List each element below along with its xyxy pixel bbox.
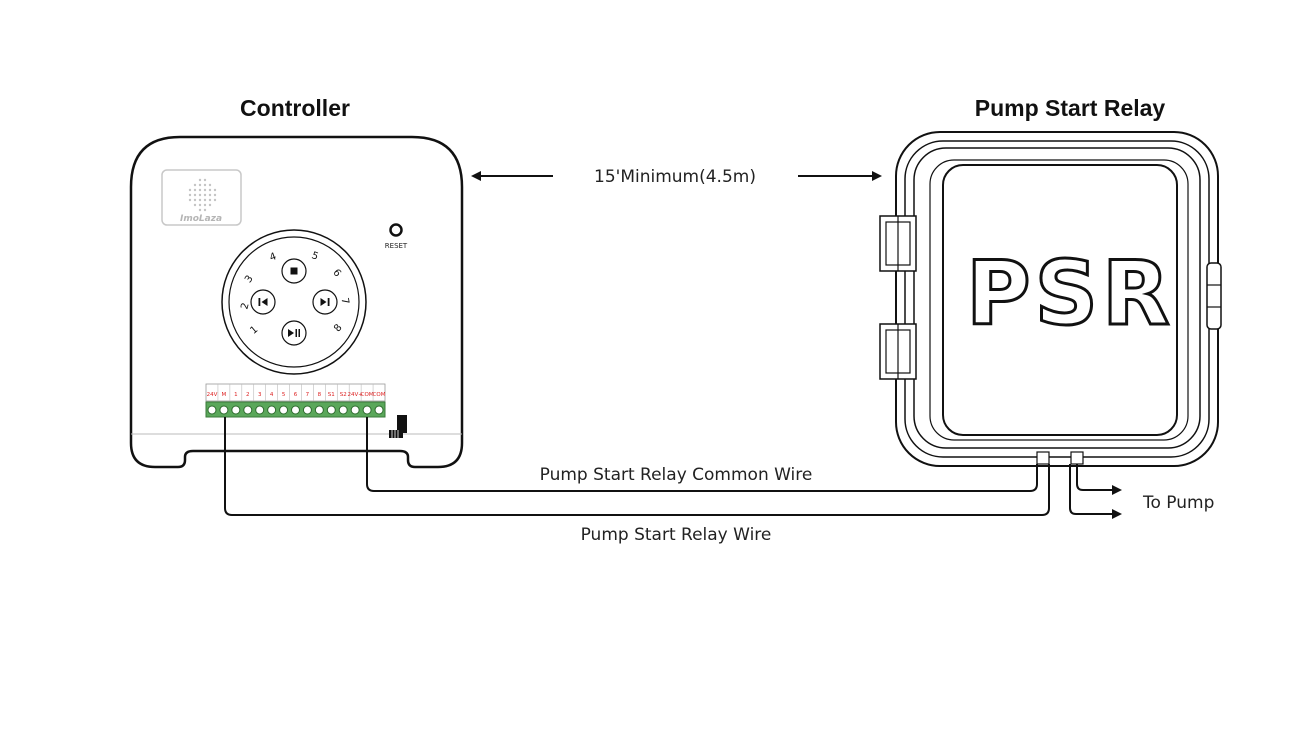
stop-button[interactable]	[281, 258, 307, 284]
dial-number-5: 5	[310, 250, 320, 263]
terminal-screw[interactable]	[362, 405, 372, 415]
terminal-label: 5	[282, 392, 286, 398]
terminal-label: COM	[373, 392, 386, 398]
terminal-screw[interactable]	[255, 405, 265, 415]
terminal-label: 24V+	[347, 392, 363, 398]
dial-number-3: 3	[243, 274, 256, 286]
terminal-label: 1	[234, 392, 238, 398]
terminal-label: 4	[270, 392, 274, 398]
terminal-screw[interactable]	[231, 405, 241, 415]
relay-cable-gland-left	[1036, 451, 1050, 465]
dial-number-2: 2	[239, 302, 251, 311]
terminal-label: COM	[361, 392, 374, 398]
play-pause-icon	[288, 329, 300, 337]
relay-wire	[224, 417, 1050, 516]
terminal-label: 6	[294, 392, 298, 398]
controller-title: Controller	[240, 95, 350, 121]
relay-wire-label: Pump Start Relay Wire	[581, 525, 772, 545]
brand-logo: ImoLaza	[161, 169, 242, 226]
terminal-label: 7	[306, 392, 310, 398]
pump-wire-1	[1076, 464, 1122, 495]
relay-latch-bottom	[879, 323, 917, 380]
next-button[interactable]	[312, 289, 338, 315]
terminal-screw[interactable]	[207, 405, 217, 415]
reset-button[interactable]	[389, 223, 403, 237]
controller-device: ImoLaza RESET 1 2 3 4 5 6 7 8	[129, 135, 464, 469]
play-pause-button[interactable]	[281, 320, 307, 346]
reset-label: RESET	[385, 242, 408, 250]
relay-logo: PSR	[966, 242, 1174, 345]
relay-title: Pump Start Relay	[975, 95, 1166, 121]
terminal-label: S2	[340, 392, 347, 398]
terminal-label-strip	[205, 383, 386, 402]
previous-button[interactable]	[250, 289, 276, 315]
logo-plate	[161, 169, 242, 226]
logo-dots-icon	[188, 178, 217, 212]
relay-latch-top	[879, 215, 917, 272]
to-pump-label: To Pump	[1142, 493, 1214, 513]
terminal-screw[interactable]	[314, 405, 324, 415]
previous-icon	[258, 298, 268, 306]
terminal-label: S1	[328, 392, 335, 398]
terminal-screw[interactable]	[326, 405, 336, 415]
dial-number-4: 4	[268, 251, 278, 264]
relay-cable-gland-right	[1070, 451, 1084, 465]
terminal-screw[interactable]	[374, 405, 384, 415]
next-icon	[320, 298, 330, 306]
dial-inner-ring	[228, 236, 360, 368]
terminal-label: 8	[318, 392, 322, 398]
brand-name: ImoLaza	[180, 214, 222, 224]
power-connector-icon	[389, 415, 407, 438]
terminal-screw[interactable]	[243, 405, 253, 415]
terminal-screw[interactable]	[302, 405, 312, 415]
terminal-label: 2	[246, 392, 250, 398]
control-dial: 1 2 3 4 5 6 7 8	[221, 229, 367, 375]
terminal-screw[interactable]	[219, 405, 229, 415]
dial-number-8: 8	[332, 322, 345, 334]
terminal-label: M	[222, 392, 227, 398]
relay-device: PSR	[879, 131, 1222, 467]
dial-number-7: 7	[339, 297, 351, 305]
pump-wire-2	[1069, 464, 1122, 519]
relay-right-clip	[1206, 262, 1222, 330]
distance-indicator: 15'Minimum(4.5m)	[471, 167, 882, 187]
common-wire-label: Pump Start Relay Common Wire	[540, 465, 813, 485]
dial-number-1: 1	[248, 324, 260, 337]
terminal-label: 3	[258, 392, 262, 398]
relay-face	[942, 164, 1178, 436]
terminal-label: 24V	[207, 392, 218, 398]
stop-icon	[290, 267, 298, 275]
terminal-screw[interactable]	[338, 405, 348, 415]
wiring	[224, 417, 1122, 519]
terminal-screw[interactable]	[267, 405, 277, 415]
terminal-screw[interactable]	[291, 405, 300, 415]
terminal-screw[interactable]	[350, 405, 360, 415]
common-wire	[366, 417, 1038, 492]
distance-label: 15'Minimum(4.5m)	[594, 167, 756, 187]
terminal-screw[interactable]	[279, 405, 289, 415]
dial-number-6: 6	[330, 267, 343, 279]
